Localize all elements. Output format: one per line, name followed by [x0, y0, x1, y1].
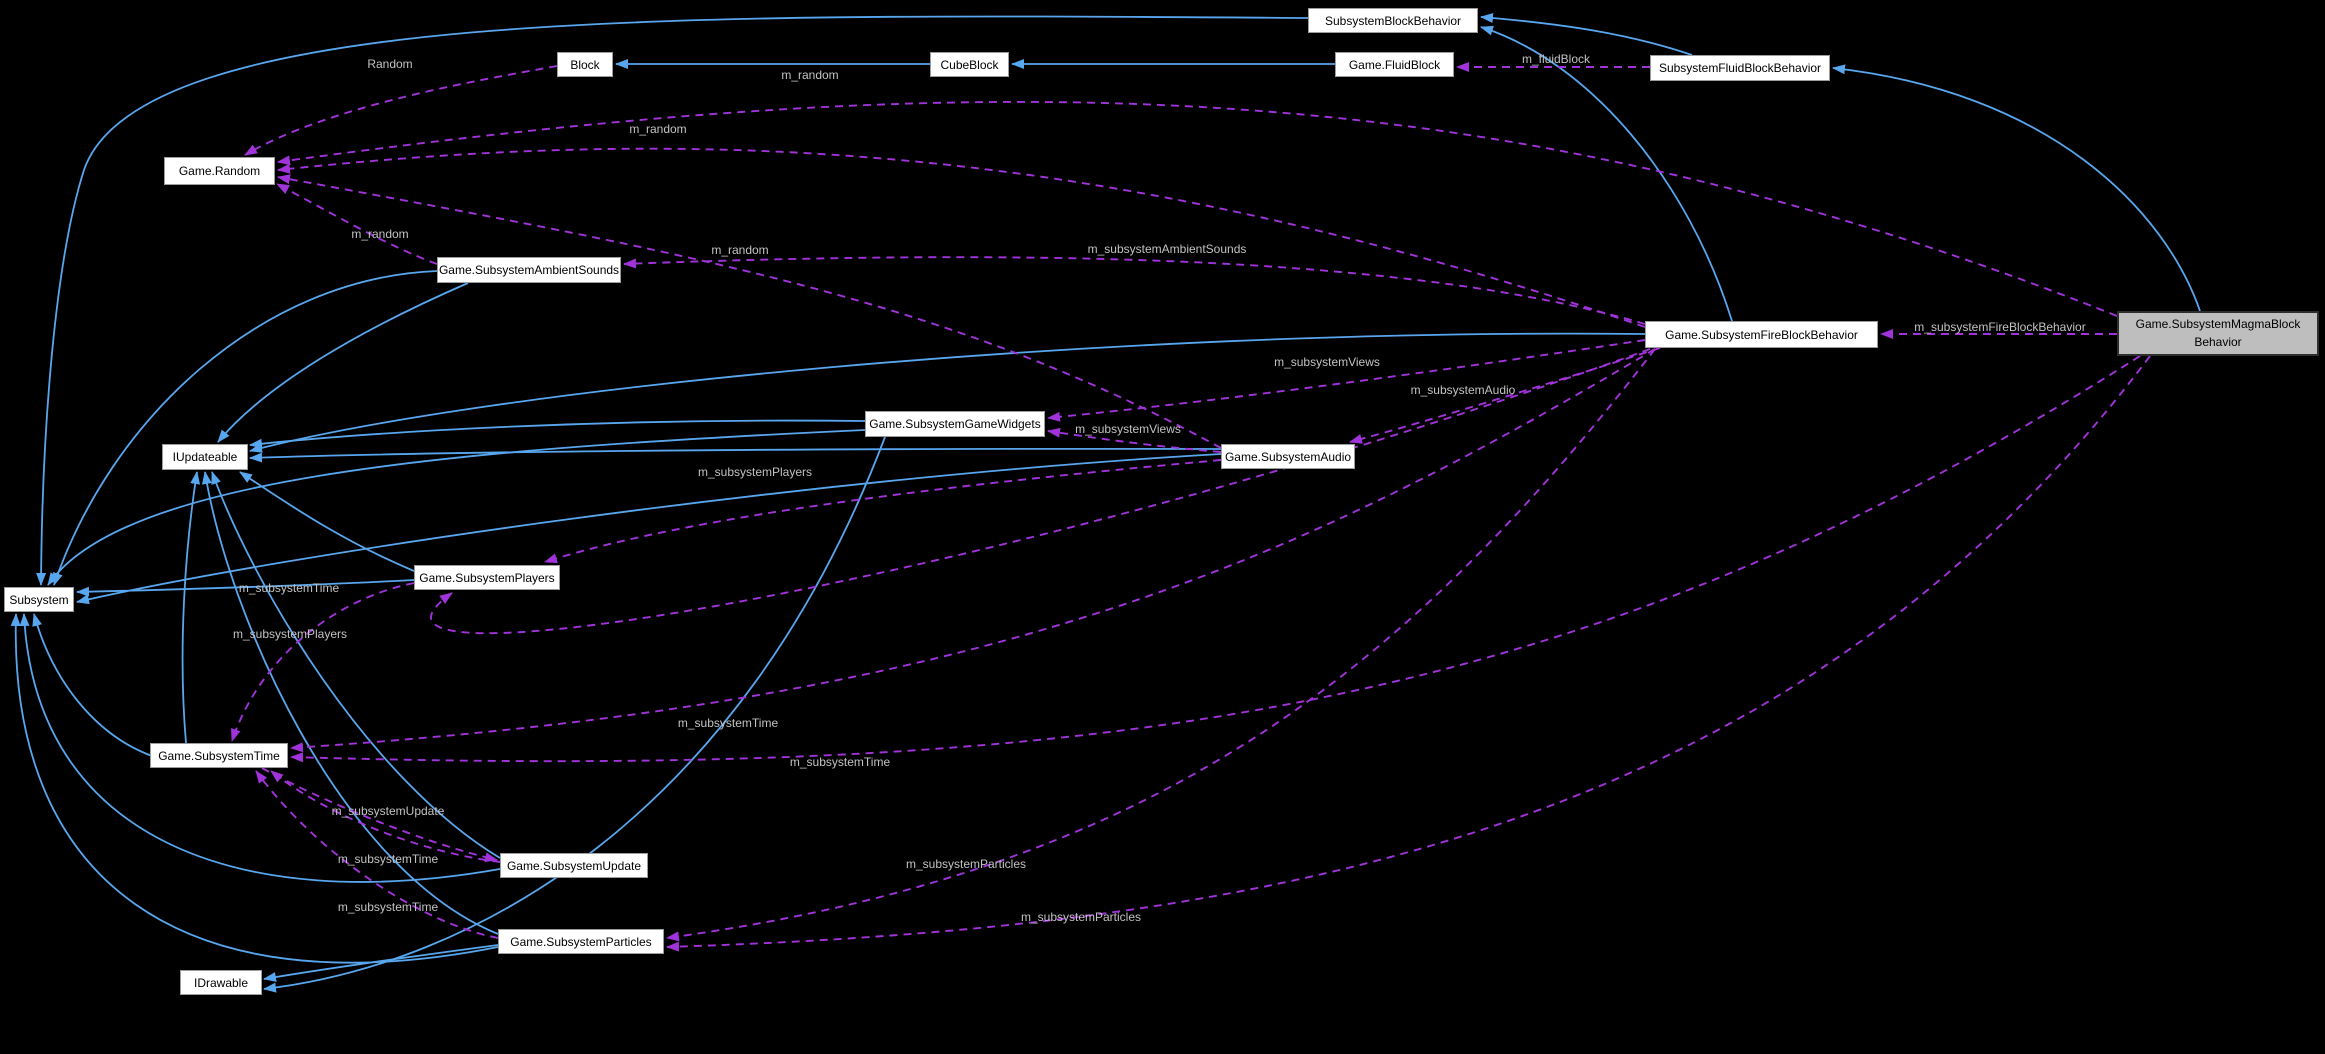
- edge-usage-subsystem-magma-block-behavior-to-subsystem-particles: [666, 355, 2151, 952]
- class-node-subsystem-update[interactable]: Game.SubsystemUpdate: [500, 853, 648, 878]
- edge-inheritance-subsystem-fire-block-behavior-to-iupdateable: [249, 332, 1646, 453]
- edge-inheritance-subsystem-time-to-iupdateable: [181, 471, 201, 744]
- edge-label-m_subsystemAmbientSounds: m_subsystemAmbientSounds: [1087, 242, 1247, 256]
- edge-usage-subsystem-ambient-sounds-to-random: [276, 183, 438, 265]
- edge-inheritance-subsystem-update-to-subsystem: [19, 613, 501, 883]
- edge-label-m_subsystemTime: m_subsystemTime: [337, 900, 439, 914]
- edge-inheritance-subsystem-ambient-sounds-to-iupdateable: [217, 282, 469, 443]
- edge-usage-subsystem-fire-block-behavior-to-subsystem-particles: [666, 348, 1656, 942]
- edge-label-m_subsystemUpdate: m_subsystemUpdate: [331, 804, 445, 818]
- edge-label-m_subsystemTime: m_subsystemTime: [677, 716, 779, 730]
- edge-label-m_subsystemPlayers: m_subsystemPlayers: [697, 465, 813, 479]
- edge-inheritance-subsystem-game-widgets-to-iupdateable: [249, 419, 866, 449]
- edge-usage-subsystem-fire-block-behavior-to-random: [277, 147, 1646, 328]
- edge-usage-subsystem-audio-to-subsystem-game-widgets: [1047, 427, 1222, 453]
- class-node-cube-block[interactable]: CubeBlock: [930, 52, 1009, 77]
- edge-label-m_subsystemParticles: m_subsystemParticles: [905, 857, 1027, 871]
- edge-label-m_subsystemTime: m_subsystemTime: [238, 581, 340, 595]
- edge-inheritance-subsystem-players-to-subsystem: [76, 579, 415, 597]
- edge-label-m_subsystemViews: m_subsystemViews: [1075, 422, 1181, 436]
- edge-usage-subsystem-magma-block-behavior-to-subsystem-time: [290, 355, 2141, 763]
- class-node-block[interactable]: Block: [557, 52, 613, 77]
- edge-label-m_random: m_random: [351, 227, 409, 241]
- edge-label-m_subsystemViews: m_subsystemViews: [1274, 355, 1380, 369]
- edge-label-m_subsystemFireBlockBehavior: m_subsystemFireBlockBehavior: [1914, 320, 2086, 334]
- edge-inheritance-subsystem-game-widgets-to-idrawable: [263, 436, 886, 993]
- edge-inheritance-subsystem-particles-to-iupdateable: [201, 471, 499, 935]
- edge-usage-subsystem-fire-block-behavior-to-subsystem-ambient-sounds: [623, 256, 1646, 325]
- edge-usage-subsystem-audio-to-random: [277, 174, 1222, 449]
- class-node-subsystem-fluid-block-behavior[interactable]: SubsystemFluidBlockBehavior: [1650, 55, 1830, 81]
- edge-usage-subsystem-update-to-subsystem-time: [270, 770, 501, 863]
- edge-inheritance-subsystem-magma-block-behavior-to-subsystem-fluid-block-behavior: [1832, 64, 2201, 312]
- class-node-subsystem-audio[interactable]: Game.SubsystemAudio: [1221, 444, 1355, 469]
- edge-label-m_subsystemAudio: m_subsystemAudio: [1410, 383, 1516, 397]
- edge-usage-subsystem-fire-block-behavior-to-subsystem-time: [290, 348, 1656, 753]
- class-node-iupdateable[interactable]: IUpdateable: [162, 444, 248, 470]
- edge-label-m_subsystemPlayers: m_subsystemPlayers: [232, 627, 348, 641]
- edge-label-Random: Random: [367, 57, 413, 71]
- edge-inheritance-subsystem-time-to-subsystem: [32, 613, 153, 757]
- class-node-subsystem-time[interactable]: Game.SubsystemTime: [150, 743, 288, 768]
- edge-inheritance-subsystem-particles-to-idrawable: [263, 944, 499, 982]
- class-node-label-line: Game.SubsystemMagmaBlock: [2135, 317, 2301, 332]
- edge-usage-subsystem-fire-block-behavior-to-subsystem-game-widgets: [1047, 339, 1646, 422]
- edge-inheritance-subsystem-update-to-iupdateable: [211, 471, 501, 859]
- edge-usage-subsystem-players-to-subsystem-time: [231, 582, 415, 742]
- class-node-subsystem-game-widgets[interactable]: Game.SubsystemGameWidgets: [865, 411, 1045, 437]
- edge-label-m_random: m_random: [711, 243, 769, 257]
- edge-label-m_subsystemParticles: m_subsystemParticles: [1020, 910, 1142, 924]
- edge-inheritance-subsystem-audio-to-iupdateable: [249, 447, 1222, 463]
- edge-inheritance-subsystem-ambient-sounds-to-subsystem: [53, 270, 438, 586]
- edge-label-m_random: m_random: [629, 122, 687, 136]
- class-node-idrawable[interactable]: IDrawable: [180, 970, 262, 995]
- edge-label-m_subsystemTime: m_subsystemTime: [337, 852, 439, 866]
- class-node-subsystem[interactable]: Subsystem: [4, 587, 74, 612]
- edge-usage-subsystem-audio-to-subsystem-players: [544, 459, 1222, 564]
- edge-usage-subsystem-magma-block-behavior-to-random: [277, 101, 2118, 317]
- edge-inheritance-subsystem-fluid-block-behavior-to-subsystem-block-behavior: [1480, 13, 1693, 56]
- class-node-subsystem-particles[interactable]: Game.SubsystemParticles: [498, 929, 664, 954]
- edge-usage-subsystem-particles-to-subsystem-time: [255, 770, 499, 939]
- edge-usage-subsystem-fire-block-behavior-to-subsystem-players: [430, 348, 1651, 635]
- class-node-subsystem-ambient-sounds[interactable]: Game.SubsystemAmbientSounds: [437, 257, 621, 283]
- edge-label-m_subsystemTime: m_subsystemTime: [789, 755, 891, 769]
- edge-inheritance-subsystem-game-widgets-to-subsystem: [47, 429, 866, 586]
- class-node-fluid-block[interactable]: Game.FluidBlock: [1335, 52, 1454, 77]
- class-node-label-line: Behavior: [2194, 334, 2242, 349]
- edge-inheritance-subsystem-players-to-iupdateable: [239, 471, 415, 572]
- class-node-subsystem-players[interactable]: Game.SubsystemPlayers: [414, 565, 560, 590]
- edge-inheritance-subsystem-fire-block-behavior-to-subsystem-block-behavior: [1480, 25, 1733, 322]
- edge-inheritance-subsystem-block-behavior-to-subsystem: [36, 15, 1309, 586]
- class-node-subsystem-fire-block-behavior[interactable]: Game.SubsystemFireBlockBehavior: [1645, 321, 1878, 348]
- edge-usage-block-to-random: [244, 65, 558, 156]
- class-node-subsystem-block-behavior[interactable]: SubsystemBlockBehavior: [1308, 8, 1478, 33]
- edge-label-m_fluidBlock: m_fluidBlock: [1521, 52, 1591, 66]
- edge-label-m_random: m_random: [781, 68, 839, 82]
- class-node-random[interactable]: Game.Random: [164, 157, 275, 185]
